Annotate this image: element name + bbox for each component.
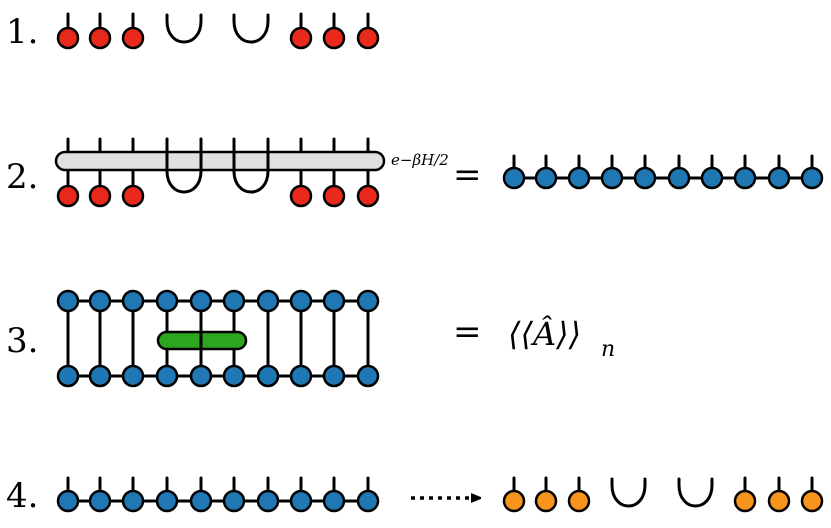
- blue-tensor-node-bottom: [155, 364, 179, 388]
- blue-tensor-node-top: [56, 289, 80, 313]
- blue-tensor-node: [733, 166, 757, 190]
- blue-tensor-node: [256, 489, 280, 513]
- singlet-pair-bond: [165, 163, 203, 194]
- singlet-pair-bond: [165, 13, 203, 44]
- blue-tensor-node: [600, 166, 624, 190]
- singlet-pair-bond: [677, 477, 714, 508]
- step-3-expectation-network: [56, 289, 380, 388]
- red-site-node: [356, 26, 380, 50]
- blue-tensor-node: [289, 489, 313, 513]
- blue-tensor-node: [567, 166, 591, 190]
- step-3-equals-sign: =: [453, 312, 482, 352]
- blue-tensor-node: [322, 489, 346, 513]
- step-1-label: 1.: [6, 12, 38, 52]
- blue-tensor-node: [800, 166, 824, 190]
- blue-tensor-node-top: [256, 289, 280, 313]
- blue-tensor-node-top: [155, 289, 179, 313]
- step-2-evolved-state: [54, 137, 386, 208]
- blue-tensor-node: [222, 489, 246, 513]
- singlet-pair-bond: [232, 163, 270, 194]
- step-4-label: 4.: [6, 476, 38, 516]
- red-site-node: [56, 26, 80, 50]
- step-2-label: 2.: [6, 157, 38, 197]
- step-4-sampled-state: [502, 476, 824, 513]
- step-2-mps-chain: [502, 154, 824, 190]
- blue-tensor-node: [189, 489, 213, 513]
- blue-tensor-node-bottom: [356, 364, 380, 388]
- red-site-node: [88, 184, 112, 208]
- blue-tensor-node: [88, 489, 112, 513]
- blue-tensor-node-bottom: [222, 364, 246, 388]
- orange-site-node: [733, 489, 757, 513]
- blue-tensor-node: [534, 166, 558, 190]
- orange-site-node: [502, 489, 526, 513]
- blue-tensor-node: [767, 166, 791, 190]
- red-site-node: [322, 184, 346, 208]
- red-site-node: [56, 184, 80, 208]
- blue-tensor-node-top: [289, 289, 313, 313]
- step-1-initial-state: [56, 12, 380, 50]
- expectation-subscript: n: [601, 337, 615, 362]
- blue-tensor-node: [356, 489, 380, 513]
- singlet-pair-bond: [232, 13, 270, 44]
- orange-site-node: [767, 489, 791, 513]
- orange-site-node: [567, 489, 591, 513]
- red-site-node: [121, 184, 145, 208]
- orange-site-node: [534, 489, 558, 513]
- blue-tensor-node-bottom: [289, 364, 313, 388]
- blue-tensor-node-top: [222, 289, 246, 313]
- imaginary-time-operator-bar: [54, 150, 386, 172]
- blue-tensor-node-bottom: [189, 364, 213, 388]
- blue-tensor-node-bottom: [322, 364, 346, 388]
- singlet-pair-bond: [610, 477, 647, 508]
- expectation-value-symbol: ⟨⟨Â⟩⟩: [508, 315, 581, 353]
- red-site-node: [88, 26, 112, 50]
- step-2-equals-sign: =: [453, 155, 482, 195]
- blue-tensor-node-top: [322, 289, 346, 313]
- blue-tensor-node-top: [88, 289, 112, 313]
- step-3-label: 3.: [6, 321, 38, 361]
- imaginary-time-operator-label: e−βH/2: [391, 151, 449, 169]
- red-site-node: [289, 26, 313, 50]
- blue-tensor-node-bottom: [88, 364, 112, 388]
- blue-tensor-node: [502, 166, 526, 190]
- blue-tensor-node-top: [121, 289, 145, 313]
- red-site-node: [356, 184, 380, 208]
- blue-tensor-node: [155, 489, 179, 513]
- blue-tensor-node: [121, 489, 145, 513]
- blue-tensor-node: [700, 166, 724, 190]
- red-site-node: [322, 26, 346, 50]
- blue-tensor-node: [633, 166, 657, 190]
- red-site-node: [289, 184, 313, 208]
- orange-site-node: [800, 489, 824, 513]
- blue-tensor-node-bottom: [121, 364, 145, 388]
- blue-tensor-node-top: [356, 289, 380, 313]
- blue-tensor-node-bottom: [56, 364, 80, 388]
- blue-tensor-node-top: [189, 289, 213, 313]
- blue-tensor-node: [56, 489, 80, 513]
- step-4-mps-chain: [56, 476, 380, 513]
- blue-tensor-node: [667, 166, 691, 190]
- red-site-node: [121, 26, 145, 50]
- blue-tensor-node-bottom: [256, 364, 280, 388]
